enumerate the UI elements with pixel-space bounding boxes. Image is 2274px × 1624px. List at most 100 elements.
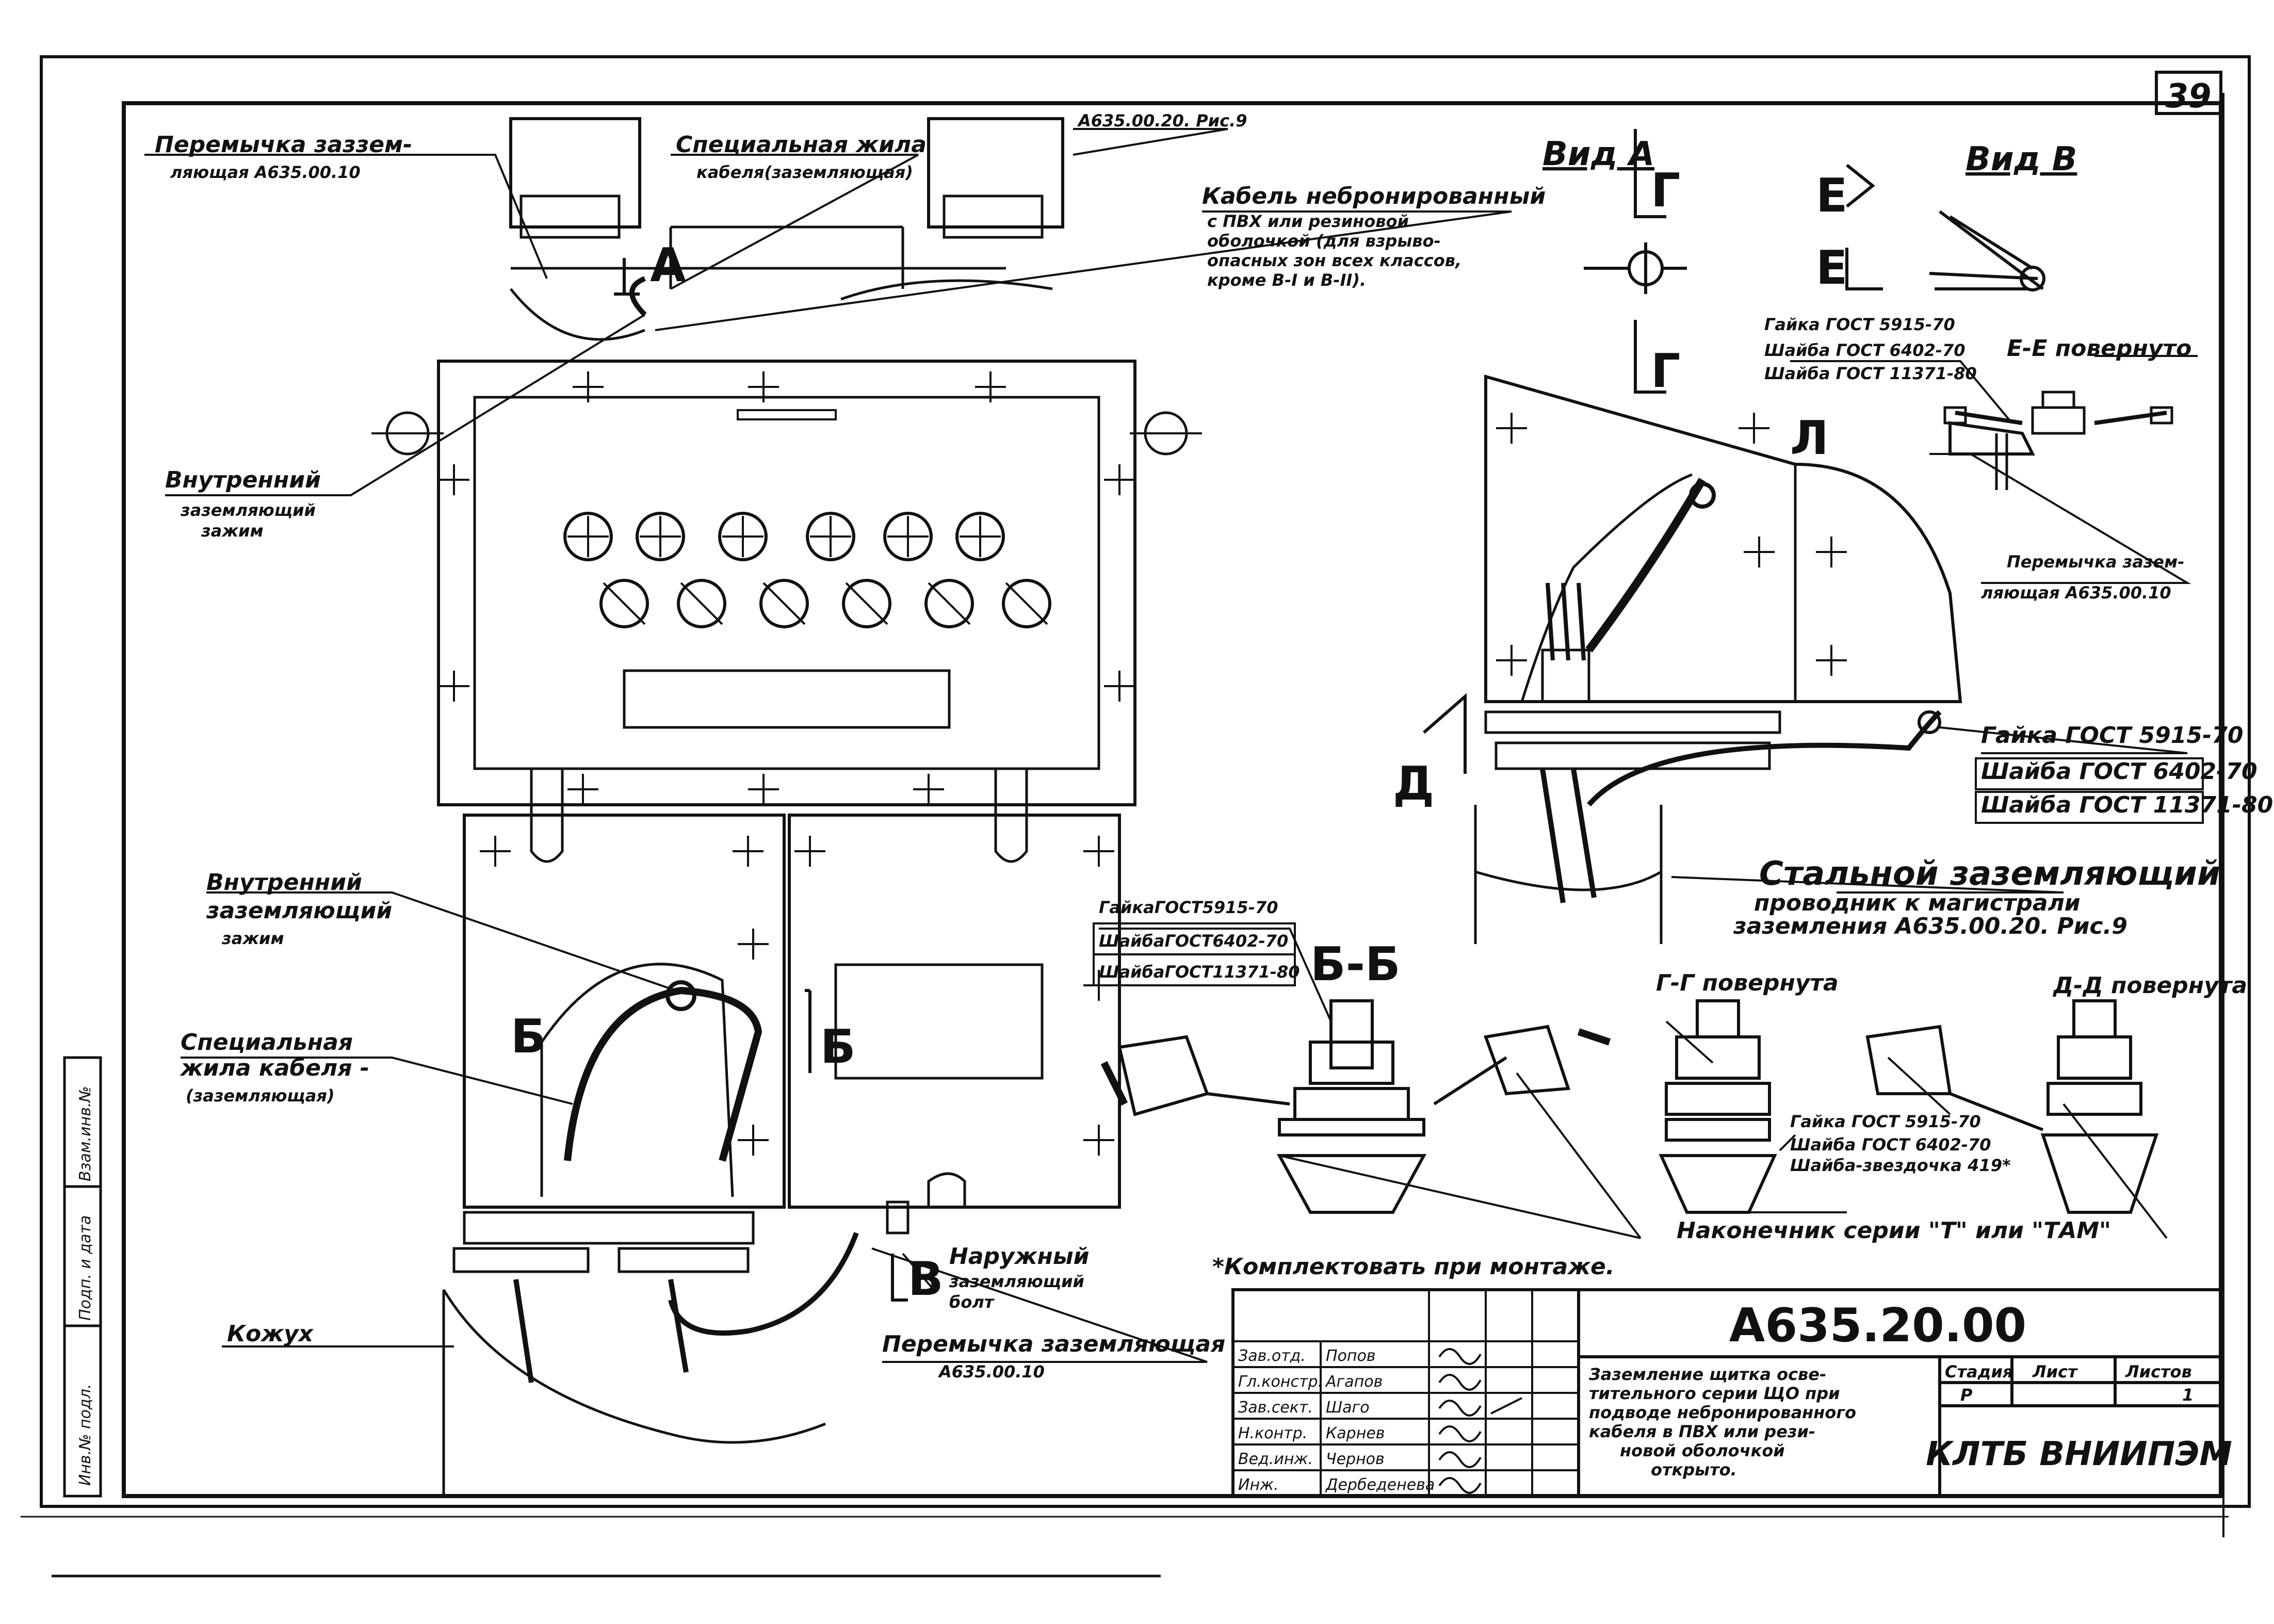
label-external-bolt-line3: болт — [949, 1292, 995, 1312]
label-nut-ee: Гайка ГОСТ 5915-70 Шайба ГОСТ 6402-70 Ша… — [1764, 315, 1977, 383]
side-stamp-sign: Подп. и дата — [76, 1215, 94, 1321]
title-name-2: Агапов — [1325, 1373, 1383, 1391]
label-nut-ee-line3: Шайба ГОСТ 11371-80 — [1764, 364, 1977, 383]
label-nut-side-line2: Шайба ГОСТ 6402-70 — [1981, 758, 2257, 785]
label-steel-conductor-line3: заземления А635.00.20. Рис.9 — [1733, 913, 2127, 939]
section-ee-drawing — [1943, 391, 2173, 490]
title-roles: Зав.отд. Попов Гл.констр. Агапов Зав.сек… — [1238, 1347, 1435, 1494]
label-steel-conductor: Стальной заземляющий проводник к магистр… — [1733, 855, 2220, 939]
title-stage-value: Р — [1960, 1385, 1973, 1405]
cut-label-l: Л — [1790, 411, 1829, 465]
side-stamp-replace: Взам.инв.№ — [76, 1086, 94, 1181]
sheet-number: 39 — [2165, 77, 2211, 116]
label-lug: Наконечник серии "Т" или "ТАМ" — [1677, 1217, 2111, 1244]
label-nut-gg-line2: Шайба ГОСТ 6402-70 — [1790, 1135, 1991, 1155]
label-internal-clamp-top-line3: зажим — [201, 521, 264, 541]
label-jumper-ee-line1: Перемычка зазем- — [2007, 552, 2185, 572]
label-steel-conductor-line1: Стальной заземляющий — [1759, 855, 2220, 893]
view-a-title: Вид А — [1542, 135, 1654, 173]
title-name-3: Шаго — [1326, 1399, 1370, 1417]
cut-label-b-left: Б — [511, 1010, 546, 1064]
title-name-6: Дербеденева — [1325, 1476, 1435, 1494]
label-section-gg: Г-Г повернута — [1656, 970, 1839, 996]
label-internal-clamp-top-line2: заземляющий — [180, 500, 316, 520]
title-name-4: Карнев — [1326, 1424, 1385, 1442]
label-internal-clamp-mid-line2: заземляющий — [206, 898, 392, 924]
label-cable-note: Кабель небронированный с ПВХ или резинов… — [1202, 183, 1546, 290]
view-b-title: Вид В — [1966, 140, 2077, 178]
label-nut-bb-line3: ШайбаГОСТ11371-80 — [1099, 962, 1300, 982]
title-role-2: Гл.констр. — [1238, 1373, 1323, 1391]
view-a-drawing — [1584, 242, 1687, 294]
cut-label-g-bottom: Г — [1651, 344, 1680, 398]
label-nut-side-line3: Шайба ГОСТ 11371-80 — [1981, 792, 2273, 818]
section-dd-drawing — [1865, 999, 2159, 1214]
label-section-ee: Е-Е повернуто — [2007, 335, 2191, 362]
label-special-core-top-line2: кабеля(заземляющая) — [696, 163, 913, 182]
title-organization: КЛТБ ВНИИПЭМ — [1926, 1435, 2232, 1473]
label-special-core-mid-line1: Специальная — [181, 1029, 353, 1055]
label-jumper-ee-line2: ляющая А635.00.10 — [1981, 583, 2171, 603]
signature-marks — [1438, 1348, 1522, 1494]
label-external-bolt: Наружный заземляющий болт — [949, 1243, 1090, 1312]
view-b-drawing — [1929, 210, 2045, 291]
label-jumper-bottom-line1: Перемычка заземляющая — [882, 1331, 1225, 1357]
title-role-6: Инж. — [1238, 1476, 1279, 1494]
label-internal-clamp-mid-line3: зажим — [221, 929, 284, 948]
label-special-core-mid-line3: (заземляющая) — [186, 1086, 335, 1106]
label-cable-note-line4: опасных зон всех классов, — [1207, 251, 1461, 270]
title-name-5: Чернов — [1326, 1450, 1385, 1468]
label-special-core-top-line1: Специальная жила — [676, 132, 927, 158]
label-section-dd: Д-Д повернута — [2052, 972, 2247, 999]
label-internal-clamp-top: Внутренний заземляющий зажим — [165, 467, 321, 541]
label-external-bolt-line1: Наружный — [949, 1243, 1090, 1270]
leader-lines — [144, 128, 2198, 1363]
cut-label-d: Д — [1393, 757, 1434, 811]
label-ref-top: А635.00.20. Рис.9 — [1077, 111, 1247, 131]
label-nut-bb-line2: ШайбаГОСТ6402-70 — [1099, 931, 1288, 951]
panel-wires — [564, 276, 966, 1336]
label-special-core-top: Специальная жила кабеля(заземляющая) — [676, 132, 927, 182]
label-nut-bb-line1: ГайкаГОСТ5915-70 — [1099, 898, 1278, 917]
label-special-core-mid: Специальная жила кабеля - (заземляющая) — [180, 1029, 369, 1106]
label-jumper-ee: Перемычка зазем- ляющая А635.00.10 — [1981, 552, 2185, 603]
label-cable-note-line2: с ПВХ или резиновой — [1207, 212, 1409, 231]
label-nut-bb: ГайкаГОСТ5915-70 ШайбаГОСТ6402-70 ШайбаГ… — [1099, 898, 1300, 982]
title-desc-line5: новой оболочкой — [1620, 1441, 1785, 1460]
label-casing: Кожух — [227, 1321, 314, 1347]
label-nut-ee-line2: Шайба ГОСТ 6402-70 — [1764, 340, 1966, 360]
title-role-1: Зав.отд. — [1238, 1347, 1306, 1365]
title-sheets-header: Листов — [2125, 1362, 2192, 1382]
cut-markers — [614, 129, 1883, 1302]
title-block — [1231, 1288, 2222, 1498]
label-cable-note-line5: кроме В-I и В-II). — [1207, 270, 1366, 290]
label-jumper-bottom: Перемычка заземляющая А635.00.10 — [882, 1331, 1225, 1382]
label-special-core-mid-line2: жила кабеля - — [180, 1055, 369, 1081]
label-nut-gg-line1: Гайка ГОСТ 5915-70 — [1790, 1112, 1981, 1131]
label-nut-side-line1: Гайка ГОСТ 5915-70 — [1981, 722, 2243, 749]
section-bb-drawing — [1100, 999, 1611, 1214]
side-stamp — [63, 1056, 102, 1498]
label-internal-clamp-mid: Внутренний заземляющий зажим — [206, 869, 392, 948]
label-cable-note-line3: оболочкой (для взрыво- — [1207, 231, 1441, 251]
label-nut-gg-line3: Шайба-звездочка 419* — [1790, 1156, 2011, 1175]
label-jumper-bottom-line2: А635.00.10 — [937, 1362, 1045, 1382]
title-role-4: Н.контр. — [1238, 1424, 1307, 1442]
label-internal-clamp-top-line1: Внутренний — [165, 467, 321, 493]
title-drawing-code: А635.20.00 — [1729, 1298, 2026, 1353]
title-sheet-header: Лист — [2032, 1362, 2078, 1382]
title-stage-header: Стадия — [1945, 1362, 2013, 1382]
title-desc-line6: открыто. — [1651, 1460, 1737, 1480]
cut-label-e-top: Е — [1816, 169, 1847, 223]
title-desc-line3: подводе небронированного — [1589, 1403, 1856, 1422]
label-nut-gg: Гайка ГОСТ 5915-70 Шайба ГОСТ 6402-70 Ша… — [1790, 1112, 2011, 1175]
sheet-frame — [21, 55, 2251, 1578]
cut-label-b-right: Б — [820, 1020, 856, 1074]
title-desc-line4: кабеля в ПВХ или рези- — [1589, 1422, 1815, 1441]
label-section-bb: Б-Б — [1310, 937, 1401, 992]
label-nut-side: Гайка ГОСТ 5915-70 Шайба ГОСТ 6402-70 Ша… — [1981, 722, 2273, 818]
label-nut-ee-line1: Гайка ГОСТ 5915-70 — [1764, 315, 1955, 334]
label-jumper-top: Перемычка заззем- ляющая А635.00.10 — [155, 132, 412, 182]
cut-label-g-top: Г — [1651, 164, 1680, 218]
